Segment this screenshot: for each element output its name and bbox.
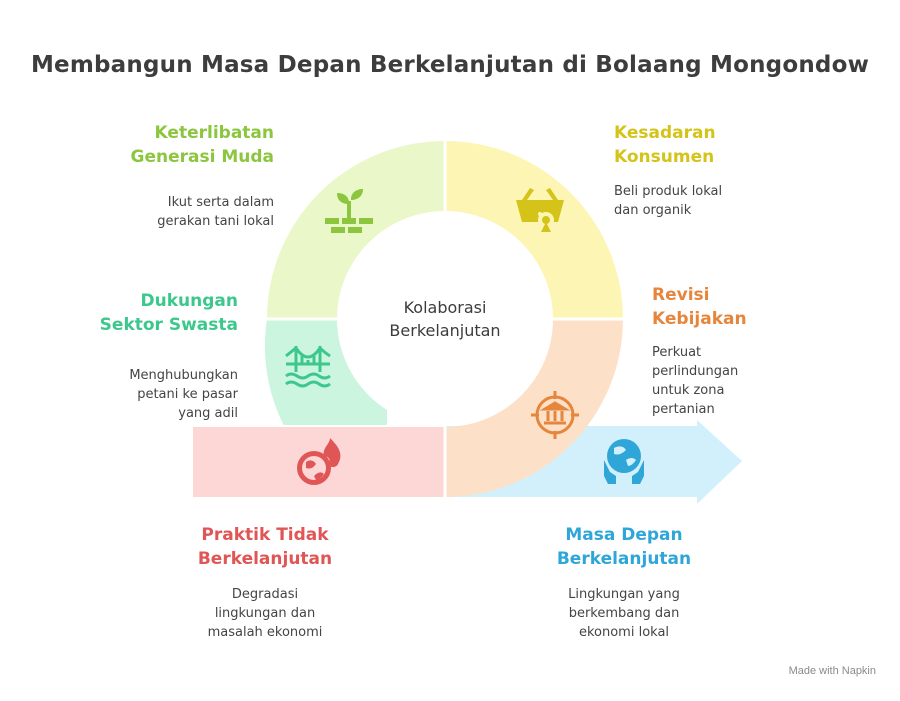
consumer-label-line1: Kesadaran <box>614 123 716 143</box>
consumer-desc-line2: dan organik <box>614 203 692 218</box>
future-label-line2: Berkelanjutan <box>556 549 692 569</box>
policy-description: Perkuat perlindungan untuk zona pertania… <box>652 343 852 419</box>
private-description: Menghubungkan petani ke pasar yang adil <box>38 366 238 423</box>
policy-label-line2: Kebijakan <box>652 309 747 329</box>
policy-desc-line2: perlindungan <box>652 364 739 379</box>
consumer-label: Kesadaran Konsumen <box>614 121 814 169</box>
consumer-description: Beli produk lokal dan organik <box>614 182 814 220</box>
future-desc-line1: Lingkungan yang <box>568 587 680 602</box>
policy-label: Revisi Kebijakan <box>652 283 852 331</box>
brand-credit[interactable]: Made with Napkin <box>788 665 876 677</box>
private-label: Dukungan Sektor Swasta <box>38 289 238 337</box>
government-target-icon <box>531 391 579 439</box>
page-title: Membangun Masa Depan Berkelanjutan di Bo… <box>30 52 870 78</box>
unsustainable-description: Degradasi lingkungan dan masalah ekonomi <box>165 585 365 642</box>
future-label-line1: Masa Depan <box>565 525 683 545</box>
private-desc-line3: yang adil <box>178 406 238 421</box>
future-label: Masa Depan Berkelanjutan <box>524 523 724 571</box>
unsustainable-label: Praktik Tidak Berkelanjutan <box>165 523 365 571</box>
youth-label-line2: Generasi Muda <box>130 147 275 167</box>
policy-segment <box>445 319 623 497</box>
consumer-label-line2: Konsumen <box>614 147 715 167</box>
basket-icon <box>516 188 564 232</box>
burning-globe-icon <box>297 438 341 485</box>
youth-description: Ikut serta dalam gerakan tani lokal <box>74 193 274 231</box>
future-desc-line3: ekonomi lokal <box>578 625 670 640</box>
consumer-desc-line1: Beli produk lokal <box>614 184 723 199</box>
policy-desc-line3: untuk zona <box>652 383 725 398</box>
future-description: Lingkungan yang berkembang dan ekonomi l… <box>524 585 724 642</box>
unsustainable-desc-line1: Degradasi <box>231 587 299 602</box>
youth-label: Keterlibatan Generasi Muda <box>74 121 275 169</box>
bridge-icon <box>285 345 331 388</box>
youth-label-line1: Keterlibatan <box>154 123 274 143</box>
center-label: Kolaborasi Berkelanjutan <box>345 296 545 342</box>
unsustainable-desc-line3: masalah ekonomi <box>207 625 323 640</box>
unsustainable-desc-line2: lingkungan dan <box>214 606 316 621</box>
policy-desc-line4: pertanian <box>652 402 715 417</box>
sprout-icon <box>325 189 373 233</box>
private-desc-line2: petani ke pasar <box>137 387 238 402</box>
private-label-line2: Sektor Swasta <box>99 315 238 335</box>
unsustainable-label-line1: Praktik Tidak <box>201 525 329 545</box>
consumer-segment <box>445 141 623 319</box>
center-label-line1: Kolaborasi <box>403 298 487 317</box>
globe-hands-icon <box>604 439 644 484</box>
center-label-line2: Berkelanjutan <box>389 321 501 340</box>
policy-label-line1: Revisi <box>652 285 710 305</box>
policy-desc-line1: Perkuat <box>652 345 702 360</box>
unsustainable-label-line2: Berkelanjutan <box>197 549 333 569</box>
future-desc-line2: berkembang dan <box>568 606 680 621</box>
youth-desc-line2: gerakan tani lokal <box>157 214 274 229</box>
youth-desc-line1: Ikut serta dalam <box>167 195 274 210</box>
private-label-line1: Dukungan <box>140 291 238 311</box>
private-segment <box>264 319 387 426</box>
private-desc-line1: Menghubungkan <box>129 368 238 383</box>
